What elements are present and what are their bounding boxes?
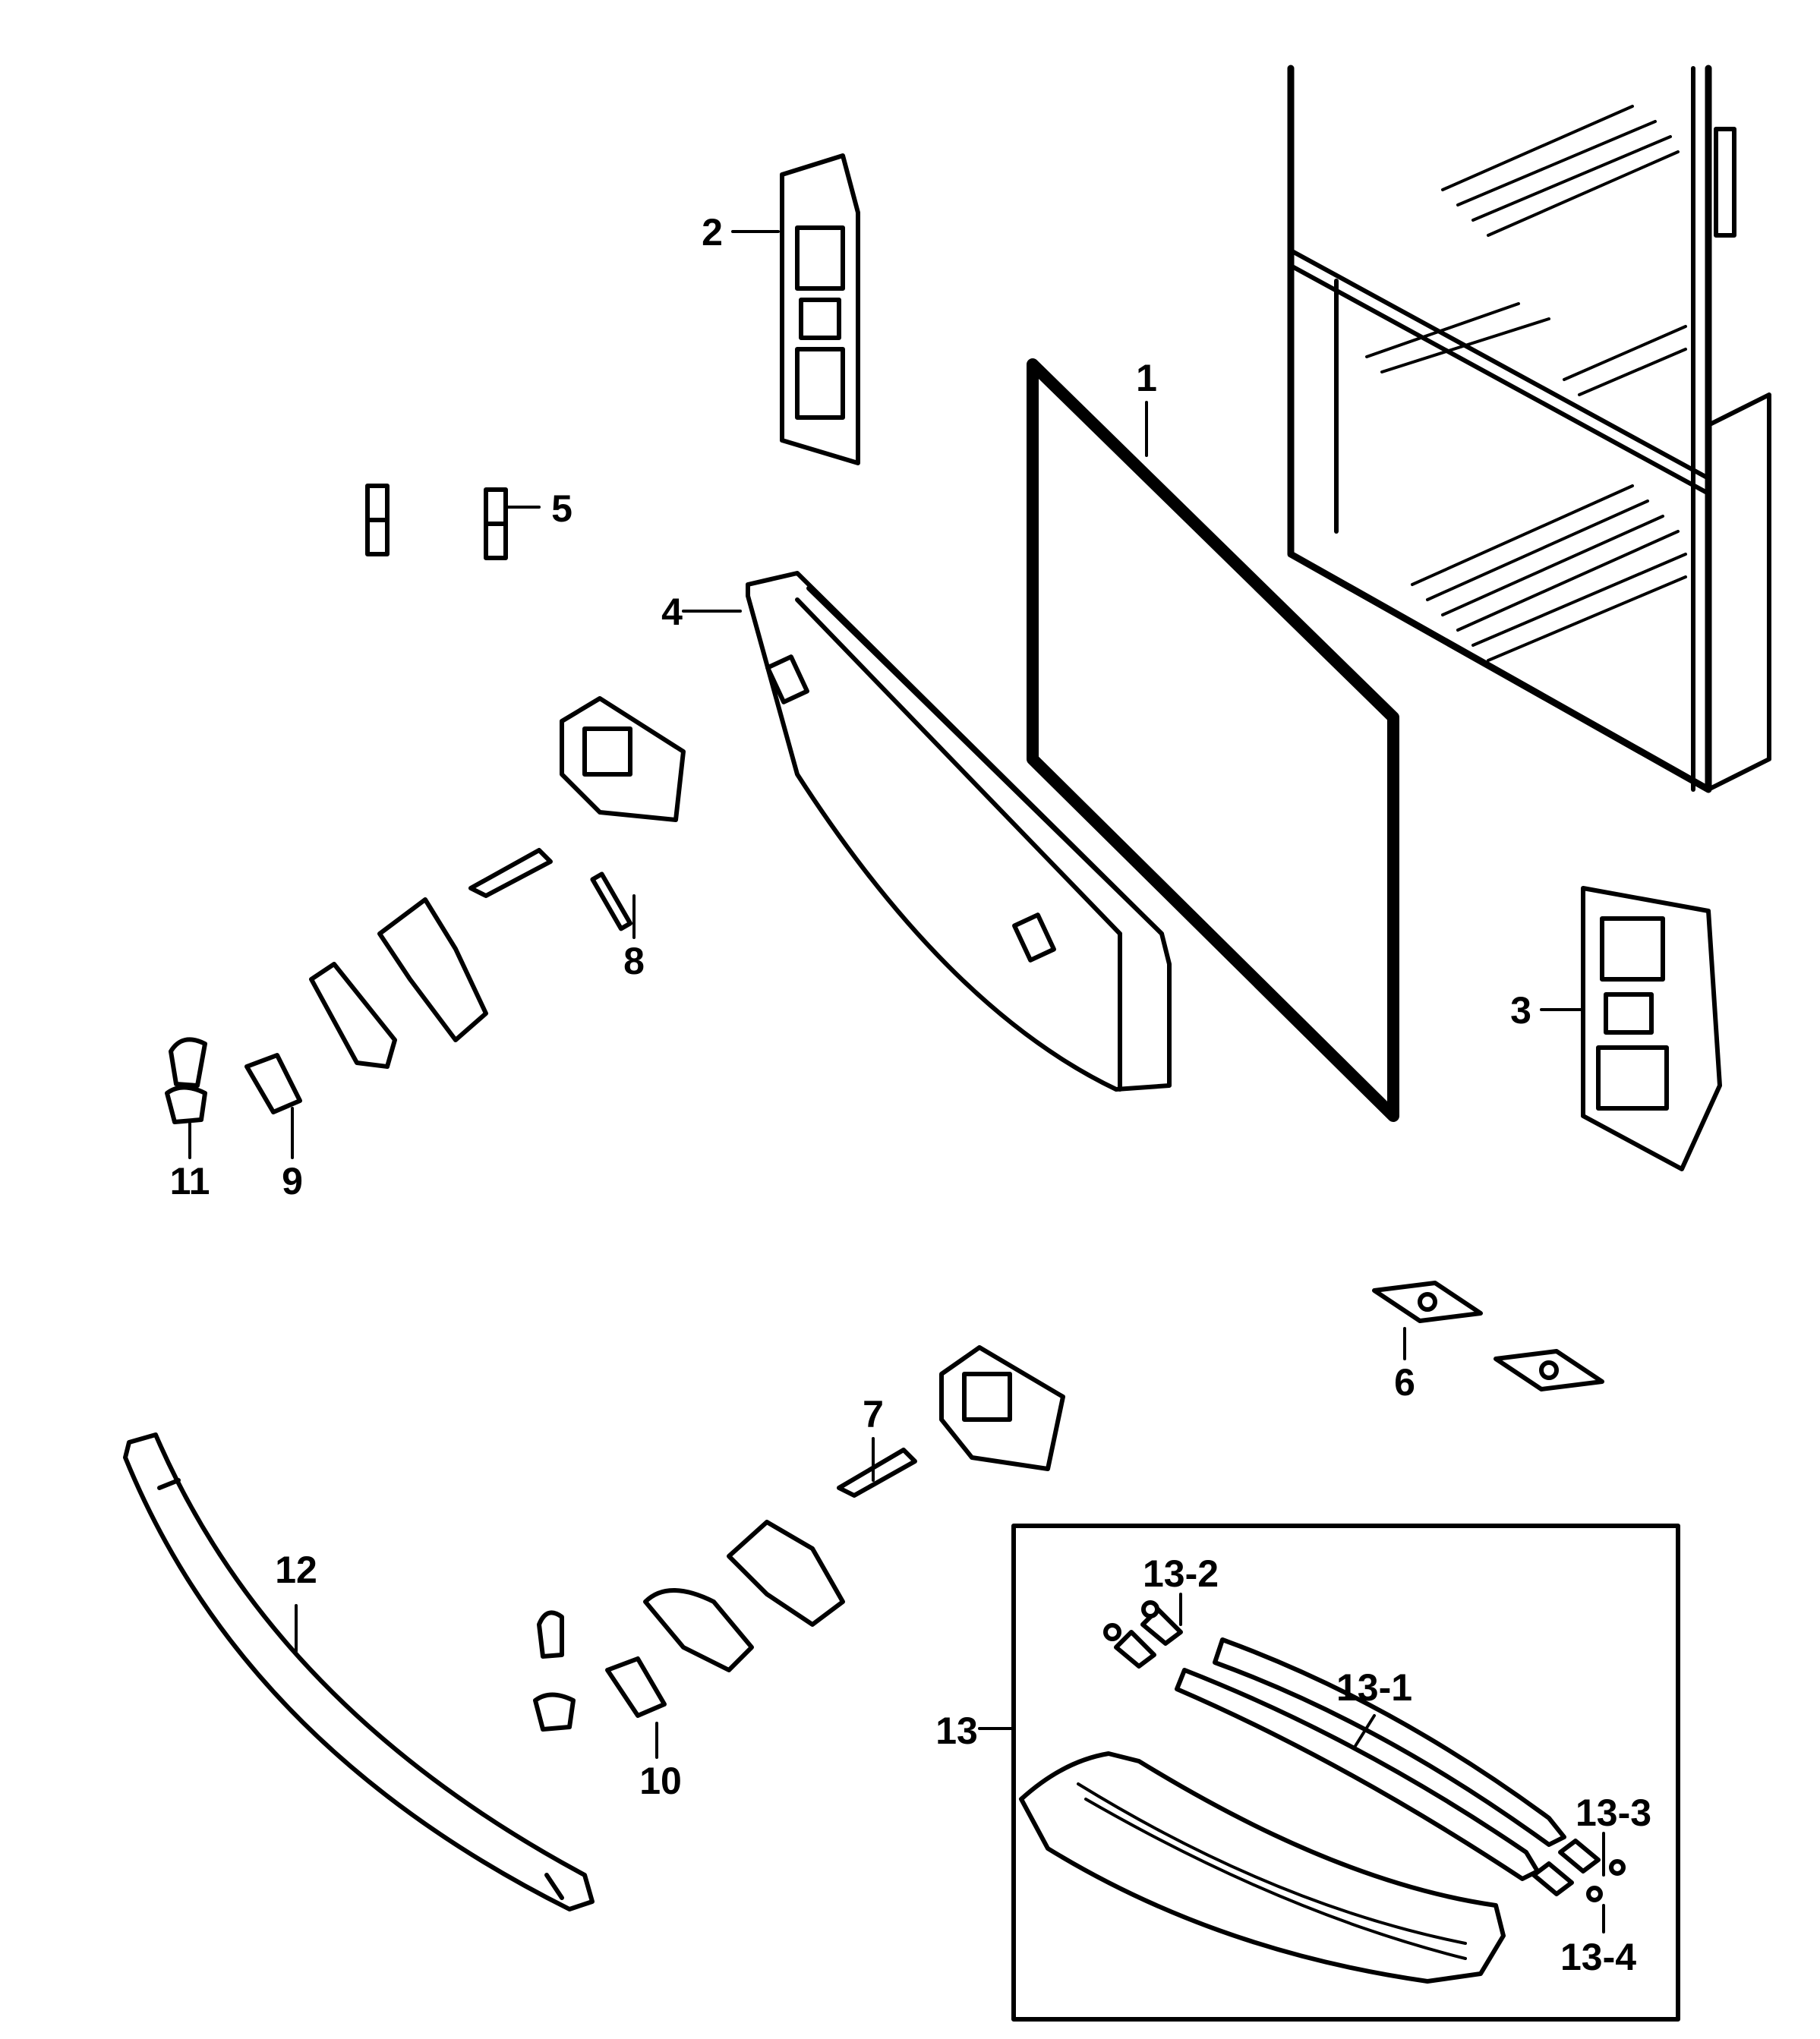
label-1: 1 [1136,357,1157,399]
plate-pair [1372,1281,1604,1391]
door-panel [746,571,1172,1092]
label-8: 8 [623,940,645,982]
gasket-frame [1027,358,1399,1122]
label-13-2: 13-2 [1143,1552,1219,1595]
upper-hinge-assembly [165,696,686,1124]
bracket-left [780,153,860,465]
cabinet [1287,65,1771,793]
leader-lines [188,230,1605,1933]
label-7: 7 [863,1393,884,1435]
label-4: 4 [661,591,683,633]
bracket-right [1581,886,1722,1171]
lower-hinge-assembly [533,1345,1065,1732]
label-5: 5 [551,487,572,530]
label-13-1: 13-1 [1336,1666,1412,1709]
label-11: 11 [170,1160,210,1202]
label-12: 12 [275,1549,317,1591]
label-10: 10 [639,1760,682,1802]
label-9: 9 [282,1160,303,1202]
door-handle [123,1432,595,1911]
label-3: 3 [1510,989,1531,1032]
shim-set [365,484,508,560]
label-13-4: 13-4 [1560,1936,1636,1978]
label-13-3: 13-3 [1576,1792,1651,1834]
label-2: 2 [702,211,723,254]
label-6: 6 [1394,1361,1415,1404]
label-13: 13 [935,1710,978,1752]
callout-labels: 1 2 3 4 5 6 7 8 9 10 11 12 13 13-1 13-2 … [170,211,1651,1978]
drawer-kit-inset [1011,1524,1680,2022]
